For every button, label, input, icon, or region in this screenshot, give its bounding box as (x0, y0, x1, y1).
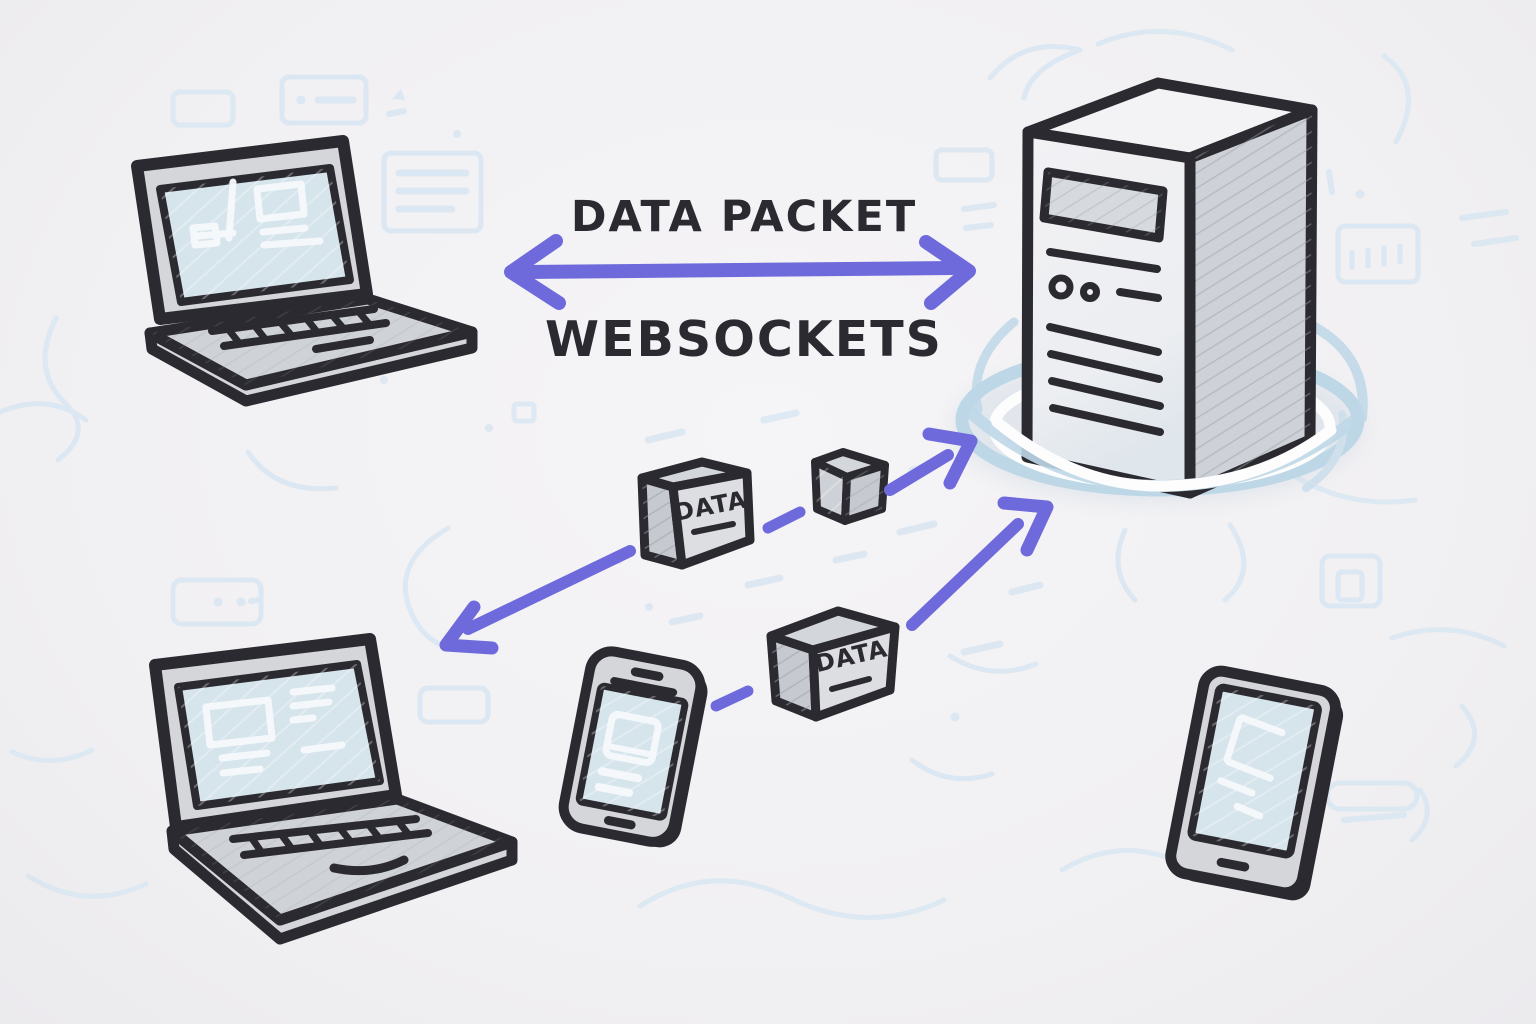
phone-speaker (630, 667, 664, 681)
server-leds (1048, 274, 1162, 302)
screen-wireframe (202, 684, 346, 777)
laptop-top-left (131, 135, 478, 407)
arrowhead-upright (997, 496, 1054, 557)
doodles-top-right (987, 28, 1519, 285)
websockets-label: WEBSOCKETS (545, 311, 943, 368)
flow-segment (884, 449, 954, 496)
phone-home-button (604, 815, 636, 830)
doodles-right (1324, 627, 1507, 843)
data-packet-label: DATA PACKET (571, 192, 917, 242)
server-tower (1021, 77, 1318, 499)
cube-front-face (808, 622, 900, 722)
tablet (1165, 665, 1344, 901)
flow-segment (462, 545, 636, 635)
doodles-top-left (170, 74, 484, 234)
laptop-keyboard (229, 815, 432, 859)
arrowhead-right (919, 235, 976, 310)
tablet-home-button (1216, 857, 1250, 872)
server-side-face (1184, 104, 1318, 499)
server-vents (1046, 323, 1164, 436)
flow-dash (710, 685, 754, 712)
cube-front-face (668, 468, 755, 570)
laptop-bottom-left (149, 633, 518, 945)
doodles-bottom (637, 467, 1418, 920)
arrowhead-upright (922, 427, 978, 490)
laptop-trackpad (312, 336, 374, 353)
screen-wireframe (189, 178, 324, 249)
phone-screen-wireframe (594, 710, 662, 797)
flow-dash (762, 506, 806, 534)
background-doodles (0, 28, 1519, 920)
data-underline (691, 521, 736, 535)
arrowhead-left (504, 234, 566, 310)
laptop-base (144, 293, 478, 407)
bidirectional-arrow (504, 234, 976, 310)
data-cube-large: DATA (637, 457, 755, 570)
laptop-keyboard (208, 305, 390, 350)
phone-earpiece (610, 677, 678, 697)
data-underline (829, 676, 872, 692)
doodles-top-center (933, 147, 997, 231)
packet-flow-lower (710, 496, 1054, 712)
server-ripple-front (959, 402, 1363, 493)
packet-flow-upper (439, 427, 978, 655)
doodles-mid-left (0, 315, 537, 899)
flow-segment (906, 518, 1024, 631)
laptop-trackpad (329, 855, 409, 876)
cube-right-face (841, 461, 889, 525)
arrowhead-downleft (439, 600, 499, 655)
data-cube-small (811, 448, 889, 525)
phone (558, 646, 708, 848)
cube-left-face (811, 458, 851, 525)
arrow-shaft (517, 261, 959, 279)
tablet-screen-wireframe (1217, 714, 1286, 820)
data-cube-lower: DATA (766, 606, 900, 722)
server-panel (1039, 167, 1168, 243)
server-slot-line (1046, 248, 1161, 273)
